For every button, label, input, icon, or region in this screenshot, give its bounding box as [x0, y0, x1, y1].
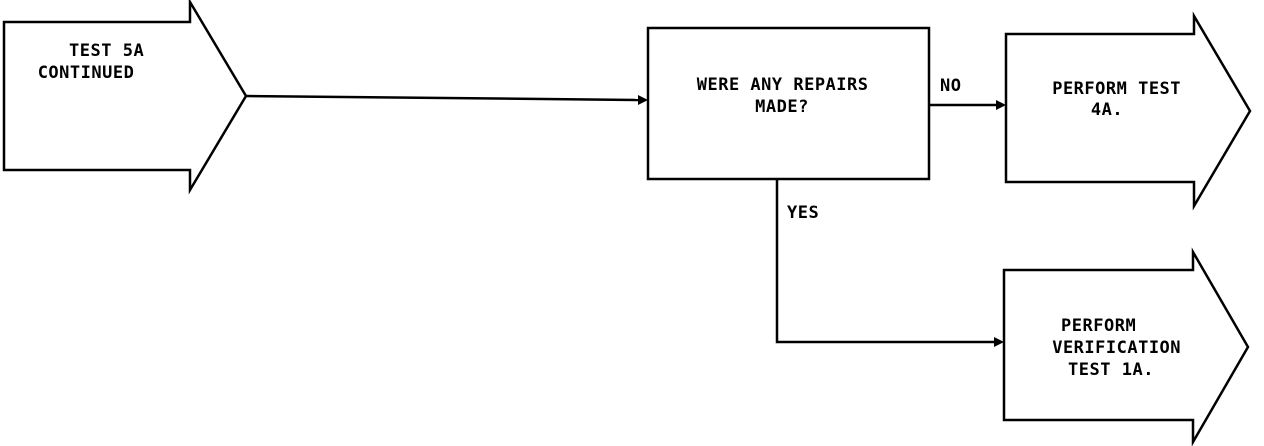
- decision-box: [646, 26, 931, 181]
- decision-node: WERE ANY REPAIRS MADE?: [646, 26, 931, 181]
- connector-yes-branch: YES: [775, 179, 1004, 347]
- yes-target-label: PERFORM VERIFICATION TEST 1A.: [1052, 316, 1192, 380]
- start-arrow-shape: [2, 0, 248, 195]
- yes-target-line-2: VERIFICATION: [1052, 338, 1181, 358]
- yes-branch-label: YES: [787, 203, 819, 223]
- decision-node-line-1: WERE ANY REPAIRS: [697, 75, 869, 95]
- no-target-node: PERFORM TEST 4A.: [1004, 11, 1252, 211]
- start-node-line-2: CONTINUED: [38, 63, 135, 83]
- start-node-label: TEST 5A CONTINUED: [38, 41, 155, 83]
- yes-target-line-1: PERFORM: [1061, 316, 1136, 336]
- no-target-line-1: PERFORM TEST: [1052, 79, 1181, 99]
- start-node-line-1: TEST 5A: [69, 41, 144, 61]
- connector-start-to-decision: [245, 94, 648, 105]
- no-target-line-2: 4A.: [1091, 100, 1123, 120]
- decision-node-label: WERE ANY REPAIRS MADE?: [697, 75, 880, 117]
- start-node: TEST 5A CONTINUED: [2, 0, 248, 195]
- no-branch-label: NO: [940, 76, 961, 96]
- yes-target-line-3: TEST 1A.: [1068, 360, 1154, 380]
- connector-no-branch: NO: [929, 76, 1006, 110]
- decision-node-line-2: MADE?: [755, 97, 809, 117]
- no-target-arrow-shape: [1004, 11, 1252, 211]
- yes-target-node: PERFORM VERIFICATION TEST 1A.: [1002, 247, 1250, 446]
- yes-target-arrow-shape: [1002, 247, 1250, 446]
- no-target-label: PERFORM TEST 4A.: [1052, 79, 1192, 120]
